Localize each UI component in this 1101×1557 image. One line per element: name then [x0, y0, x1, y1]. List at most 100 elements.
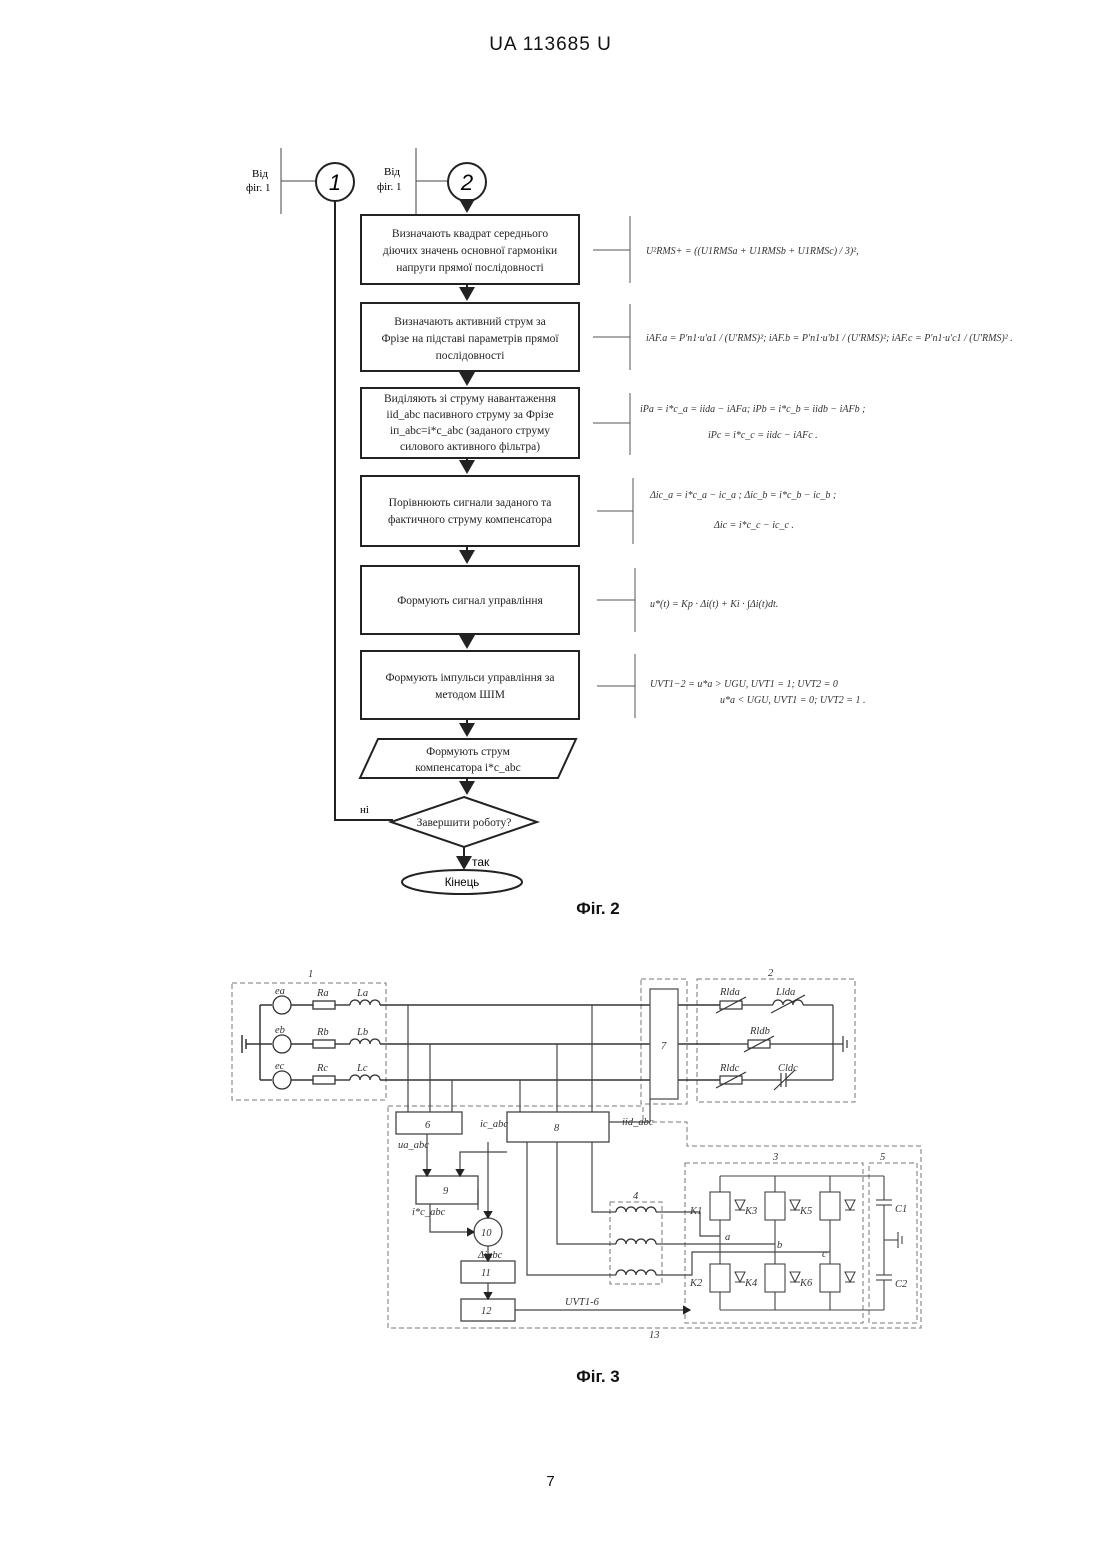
resistor-rc — [313, 1076, 335, 1084]
resistor-rb — [313, 1040, 335, 1048]
label-la: La — [356, 988, 368, 999]
formula-1: U²RMS+ = ((U1RMSa + U1RMSb + U1RMSc) / 3… — [646, 246, 859, 257]
connector-2-label: 2 — [460, 170, 473, 195]
label-delta-i-abc: Δiabc — [477, 1250, 503, 1261]
from-label-1-line2: фіг. 1 — [246, 182, 270, 194]
label-k6: K6 — [799, 1278, 813, 1289]
block-5-frame — [869, 1163, 917, 1323]
formula-3-line-2: iPc = i*c_c = iidc − iAFc . — [708, 430, 818, 441]
step-box-6 — [361, 651, 579, 719]
step-6-line-1: Формують імпульси управління за — [385, 672, 554, 684]
label-eb: eb — [275, 1025, 285, 1036]
label-block-12: 12 — [481, 1306, 492, 1317]
decision-label: Завершити роботу? — [417, 817, 512, 829]
step-3-line-3: iп_abc=i*c_abc (заданого струму — [390, 425, 550, 437]
source-a — [273, 996, 291, 1014]
no-label: ні — [360, 804, 369, 816]
label-rc: Rc — [316, 1063, 328, 1074]
io-line-2: компенсатора i*c_abc — [415, 762, 520, 774]
label-k3: K3 — [744, 1206, 757, 1217]
fig3-circuit: 1 2 3 4 5 13 ea eb ec Ra Rb Rc La Lb Lc — [232, 968, 921, 1386]
label-block-3: 3 — [772, 1152, 778, 1163]
yes-label: так — [472, 855, 490, 869]
label-block-11: 11 — [481, 1268, 491, 1279]
step-3-line-2: iid_abc пасивного струму за Фрізе — [386, 409, 553, 421]
inductor-comp-b — [616, 1239, 656, 1244]
step-3-line-4: силового активного фільтра) — [400, 441, 540, 453]
label-rlda: Rlda — [719, 987, 740, 998]
from-label-1-line1: Від — [252, 168, 268, 180]
step-3-line-1: Виділяють зі струму навантаження — [384, 393, 557, 405]
label-ua-abc: ua_abc — [398, 1140, 429, 1151]
label-block-6: 6 — [425, 1120, 431, 1131]
label-node-b: b — [777, 1240, 782, 1251]
label-c1: C1 — [895, 1204, 907, 1215]
label-k2: K2 — [689, 1278, 703, 1289]
label-node-a: a — [725, 1232, 730, 1243]
label-k5: K5 — [799, 1206, 812, 1217]
label-lc: Lc — [356, 1063, 368, 1074]
formula-2: iAF.a = P'n1·u'a1 / (U'RMS)²; iAF.b = P'… — [646, 333, 1013, 344]
inductor-lc — [350, 1075, 380, 1080]
label-block-4: 4 — [633, 1191, 639, 1202]
label-rb: Rb — [316, 1027, 329, 1038]
formula-4-line-1: Δic_a = i*c_a − ic_a ; Δic_b = i*c_b − i… — [649, 490, 836, 501]
block-3-frame — [685, 1163, 863, 1323]
page-number: 7 — [0, 1473, 1101, 1490]
label-block-2: 2 — [768, 968, 774, 979]
fig3-caption: Фіг. 3 — [576, 1367, 620, 1386]
step-2-line-3: послідовності — [436, 350, 505, 362]
step-2-line-1: Визначають активний струм за — [394, 316, 545, 328]
label-lb: Lb — [356, 1027, 368, 1038]
label-ra: Ra — [316, 988, 329, 999]
inductor-la — [350, 1000, 380, 1005]
inductor-comp-c — [616, 1270, 656, 1275]
connector-1-label: 1 — [329, 170, 341, 195]
inductor-comp-a — [616, 1207, 656, 1212]
block-13-frame — [388, 1106, 921, 1328]
label-iid-abc: iid_abc — [622, 1117, 654, 1128]
label-block-9: 9 — [443, 1186, 449, 1197]
inverter-bridge — [710, 1176, 902, 1310]
label-uvt: UVT1-6 — [565, 1297, 600, 1308]
label-rldc: Rldc — [719, 1063, 740, 1074]
label-node-c: c — [822, 1249, 827, 1260]
label-block-1: 1 — [308, 969, 313, 980]
label-ec: ec — [275, 1061, 285, 1072]
formula-3-line-1: iPa = i*c_a = iida − iAFa; iPb = i*c_b =… — [640, 404, 865, 415]
step-1-line-3: напруги прямої послідовності — [396, 262, 543, 274]
label-block-8: 8 — [554, 1123, 560, 1134]
source-b — [273, 1035, 291, 1053]
label-cldc: Cldc — [778, 1063, 798, 1074]
step-2-line-2: Фрізе на підставі параметрів прямої — [381, 333, 559, 345]
formula-4-line-2: Δic = i*c_c − ic_c . — [713, 520, 794, 531]
label-block-7: 7 — [661, 1041, 667, 1052]
formula-6-line-2: u*a < UGU, UVT1 = 0; UVT2 = 1 . — [720, 695, 866, 706]
step-4-line-2: фактичного струму компенсатора — [388, 514, 552, 526]
formula-5: u*(t) = Kp · Δi(t) + Ki · ∫Δi(t)dt. — [650, 599, 778, 610]
label-block-5: 5 — [880, 1152, 885, 1163]
label-block-10: 10 — [481, 1228, 492, 1239]
step-1-line-2: діючих значень основної гармоніки — [383, 245, 557, 257]
fig2-caption: Фіг. 2 — [576, 899, 620, 918]
label-block-13: 13 — [649, 1330, 660, 1341]
label-c2: C2 — [895, 1279, 908, 1290]
label-ea: ea — [275, 986, 285, 997]
from-label-2-line1: Від — [384, 166, 400, 178]
label-ic-abc: ic_abc — [480, 1119, 508, 1130]
end-label: Кінець — [445, 877, 480, 889]
step-4-line-1: Порівнюють сигнали заданого та — [389, 497, 552, 509]
label-k4: K4 — [744, 1278, 758, 1289]
resistor-ra — [313, 1001, 335, 1009]
source-c — [273, 1071, 291, 1089]
from-bracket-2 — [416, 148, 448, 214]
label-istar-c-abc: i*c_abc — [412, 1207, 446, 1218]
from-label-2-line2: фіг. 1 — [377, 181, 401, 193]
from-bracket-1 — [281, 148, 316, 214]
io-line-1: Формують струм — [426, 746, 510, 758]
step-5-line-1: Формують сигнал управління — [397, 595, 543, 607]
step-box-4 — [361, 476, 579, 546]
inductor-lb — [350, 1039, 380, 1044]
step-1-line-1: Визначають квадрат середнього — [392, 228, 548, 240]
